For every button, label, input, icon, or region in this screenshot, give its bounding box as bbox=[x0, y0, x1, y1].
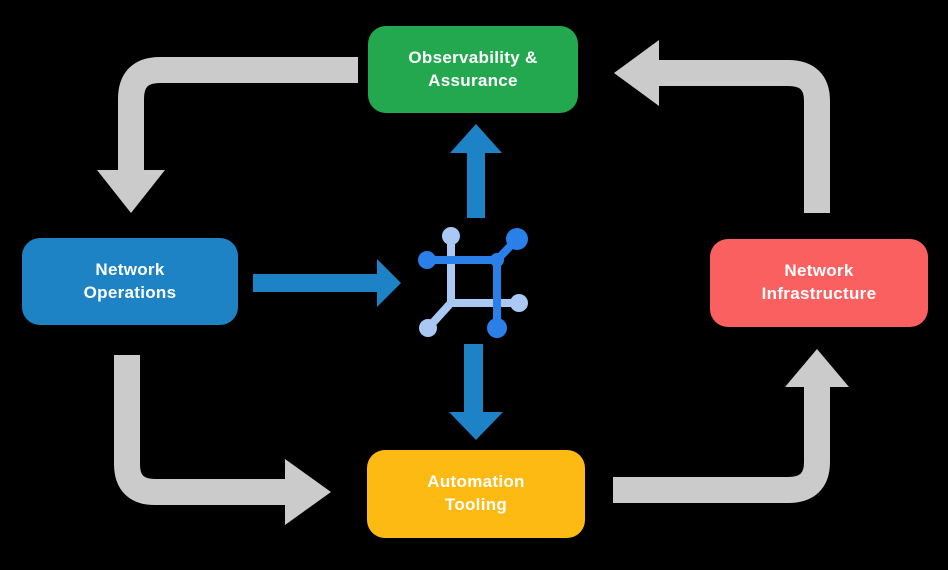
node-observability-label: Observability & Assurance bbox=[408, 47, 538, 90]
node-automation-label: Automation Tooling bbox=[427, 472, 525, 514]
arrow-automation-to-infrastructure bbox=[613, 349, 849, 503]
node-operations-label: Network Operations bbox=[83, 259, 177, 302]
arrow-operations-to-automation bbox=[114, 355, 331, 525]
node-network-infrastructure: Network Infrastructure bbox=[710, 239, 928, 327]
network-fabric-icon bbox=[418, 227, 528, 338]
arrow-observability-to-operations bbox=[97, 57, 358, 213]
arrow-infrastructure-to-observability bbox=[614, 40, 830, 213]
node-observability-assurance: Observability & Assurance bbox=[368, 26, 578, 113]
node-infrastructure-label: Network Infrastructure bbox=[761, 261, 877, 303]
arrow-center-to-observability bbox=[450, 124, 502, 218]
arrow-operations-to-center bbox=[253, 259, 401, 307]
node-automation-tooling: Automation Tooling bbox=[367, 450, 585, 538]
node-network-operations: Network Operations bbox=[22, 238, 238, 325]
arrow-center-to-automation bbox=[449, 344, 503, 440]
